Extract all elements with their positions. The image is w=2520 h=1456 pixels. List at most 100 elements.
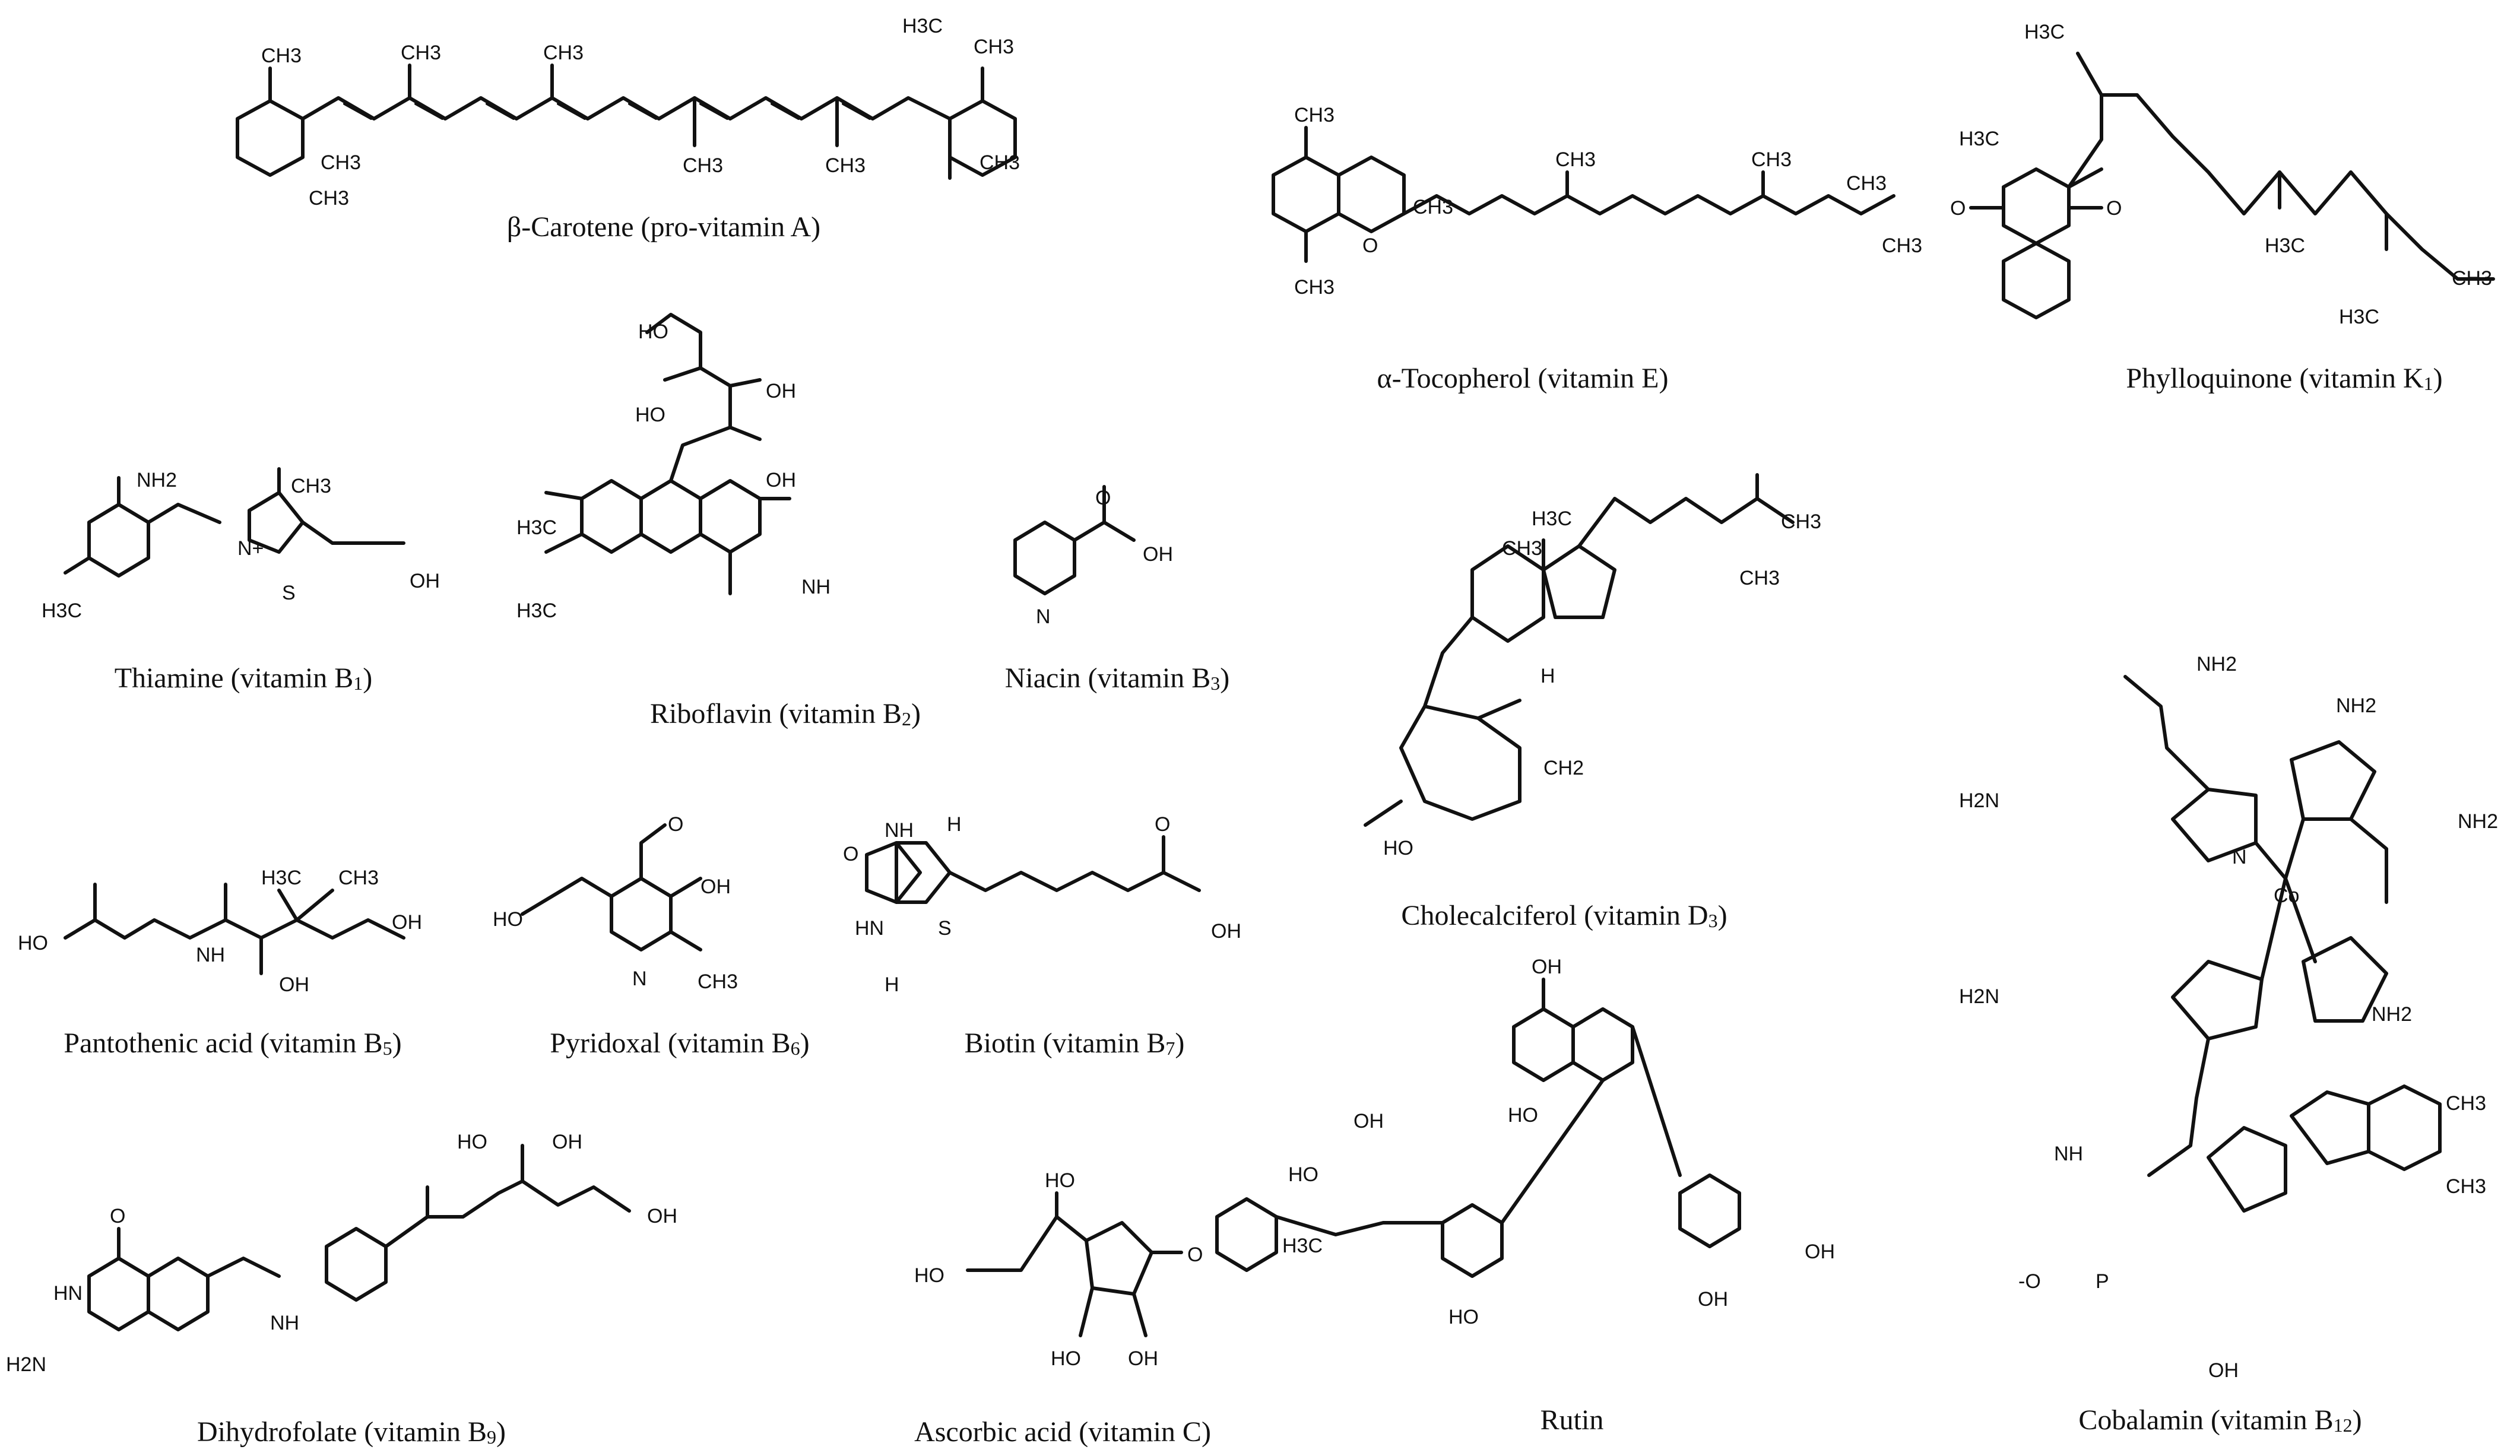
cholecalciferol-caption-main: Cholecalciferol (vitamin D — [1401, 900, 1708, 931]
atom-label: CH3 — [2452, 267, 2492, 290]
atom-label: NH2 — [2196, 653, 2237, 675]
atom-label: N — [632, 968, 647, 990]
atom-label: H3C — [516, 516, 557, 539]
atom-label: H3C — [2339, 306, 2379, 328]
cobalamin-caption-sub: 12 — [2333, 1414, 2353, 1436]
atom-label: HO — [1448, 1306, 1479, 1328]
atom-label: H — [947, 813, 962, 836]
niacin-structure — [1013, 485, 1136, 595]
cobalamin-caption: Cobalamin (vitamin B12) — [2078, 1404, 2362, 1436]
cholecalciferol-caption-sub: 3 — [1708, 910, 1718, 931]
atom-label: HO — [493, 908, 523, 931]
atom-label: OH — [647, 1205, 677, 1227]
atom-label: CH3 — [261, 45, 302, 67]
atom-label: H3C — [902, 15, 943, 37]
atom-label: -O — [2018, 1270, 2041, 1293]
atom-label: NH — [2054, 1143, 2083, 1165]
atom-label: CH3 — [2446, 1092, 2486, 1115]
phylloquinone-caption-sub: 1 — [2423, 373, 2433, 394]
pantothenic-acid-caption: Pantothenic acid (vitamin B5) — [64, 1027, 402, 1059]
beta-carotene-structure — [236, 64, 1017, 180]
atom-label: OH — [392, 911, 422, 934]
atom-label: H3C — [1282, 1235, 1323, 1257]
atom-label: OH — [1128, 1347, 1158, 1370]
atom-label: H3C — [516, 599, 557, 622]
atom-label: H3C — [42, 599, 82, 622]
thiamine-caption-sub: 1 — [353, 673, 363, 694]
atom-label: OH — [279, 973, 309, 996]
atom-label: NH — [885, 819, 914, 842]
atom-label: HN — [855, 917, 884, 940]
riboflavin-caption: Riboflavin (vitamin B2) — [650, 698, 921, 729]
thiamine-structure — [64, 467, 405, 578]
atom-label: CH3 — [974, 36, 1014, 58]
pyridoxal-caption: Pyridoxal (vitamin B6) — [550, 1027, 810, 1059]
atom-label: OH — [766, 469, 796, 491]
pantothenic-caption-main: Pantothenic acid (vitamin B — [64, 1027, 383, 1059]
biotin-caption-sub: 7 — [1165, 1038, 1175, 1059]
atom-label: CH3 — [698, 970, 738, 993]
atom-label: O — [2106, 197, 2122, 220]
atom-label: HO — [1508, 1104, 1538, 1127]
pantothenic-acid-structure — [64, 883, 405, 975]
niacin-caption-sub: 3 — [1210, 673, 1221, 694]
atom-label: H — [885, 973, 899, 996]
cholecalciferol-caption: Cholecalciferol (vitamin D3) — [1401, 900, 1727, 931]
pyridoxal-structure — [521, 823, 702, 951]
atom-label: CH3 — [2446, 1175, 2486, 1198]
phylloquinone-caption: Phylloquinone (vitamin K1) — [2126, 363, 2443, 394]
ascorbic-acid-caption: Ascorbic acid (vitamin C) — [914, 1416, 1211, 1448]
atom-label: NH — [270, 1312, 299, 1334]
atom-label: S — [282, 582, 296, 604]
atom-label: OH — [1353, 1110, 1384, 1133]
ascorbic-acid-structure — [966, 1191, 1183, 1337]
atom-label: H3C — [261, 867, 302, 889]
cobalamin-structure — [2123, 675, 2442, 1213]
atom-label: NH2 — [137, 469, 177, 491]
atom-label: HO — [457, 1131, 487, 1153]
atom-label: CH3 — [980, 151, 1020, 174]
atom-label: OH — [1211, 920, 1241, 943]
atom-label: O — [843, 843, 858, 865]
atom-label: CH3 — [1882, 234, 1922, 257]
cobalamin-caption-main: Cobalamin (vitamin B — [2078, 1404, 2334, 1436]
atom-label: HO — [635, 404, 665, 426]
atom-label: OH — [2208, 1359, 2239, 1382]
atom-label: OH — [1698, 1288, 1728, 1311]
alpha-tocopherol-structure — [1272, 126, 1895, 263]
atom-label: CH3 — [1846, 172, 1887, 195]
riboflavin-caption-main: Riboflavin (vitamin B — [650, 698, 902, 729]
atom-label: NH2 — [2372, 1003, 2412, 1026]
atom-label: HO — [1051, 1347, 1081, 1370]
dihydrofolate-caption-sub: 9 — [486, 1426, 496, 1448]
biotin-caption: Biotin (vitamin B7) — [964, 1027, 1185, 1059]
dihydrofolate-caption: Dihydrofolate (vitamin B9) — [197, 1416, 506, 1448]
atom-label: CH3 — [543, 42, 584, 64]
atom-label: NH2 — [2458, 810, 2498, 833]
cholecalciferol-structure — [1364, 473, 1795, 827]
pantothenic-caption-sub: 5 — [382, 1038, 392, 1059]
atom-label: HO — [1383, 837, 1413, 859]
atom-label: H3C — [1959, 128, 1999, 150]
atom-label: OH — [766, 380, 796, 402]
atom-label: CH3 — [1294, 104, 1335, 126]
atom-label: H3C — [2024, 21, 2065, 43]
atom-label: OH — [1532, 956, 1562, 978]
atom-label: HN — [53, 1282, 83, 1305]
atom-label: CH3 — [309, 187, 349, 210]
atom-label: CH3 — [825, 154, 866, 177]
thiamine-caption-main: Thiamine (vitamin B — [114, 662, 354, 694]
pyridoxal-caption-sub: 6 — [790, 1038, 800, 1059]
atom-label: HO — [1288, 1163, 1318, 1186]
atom-label: CH3 — [291, 475, 331, 497]
atom-label: O — [1187, 1244, 1203, 1266]
atom-label: S — [938, 917, 952, 940]
dihydrofolate-structure — [87, 1144, 631, 1331]
thiamine-caption: Thiamine (vitamin B1) — [114, 662, 373, 694]
rutin-structure — [1215, 978, 1741, 1278]
atom-label: CH3 — [1781, 510, 1821, 533]
atom-label: P — [2096, 1270, 2109, 1293]
atom-label: OH — [700, 875, 731, 898]
atom-label: NH — [801, 576, 831, 598]
